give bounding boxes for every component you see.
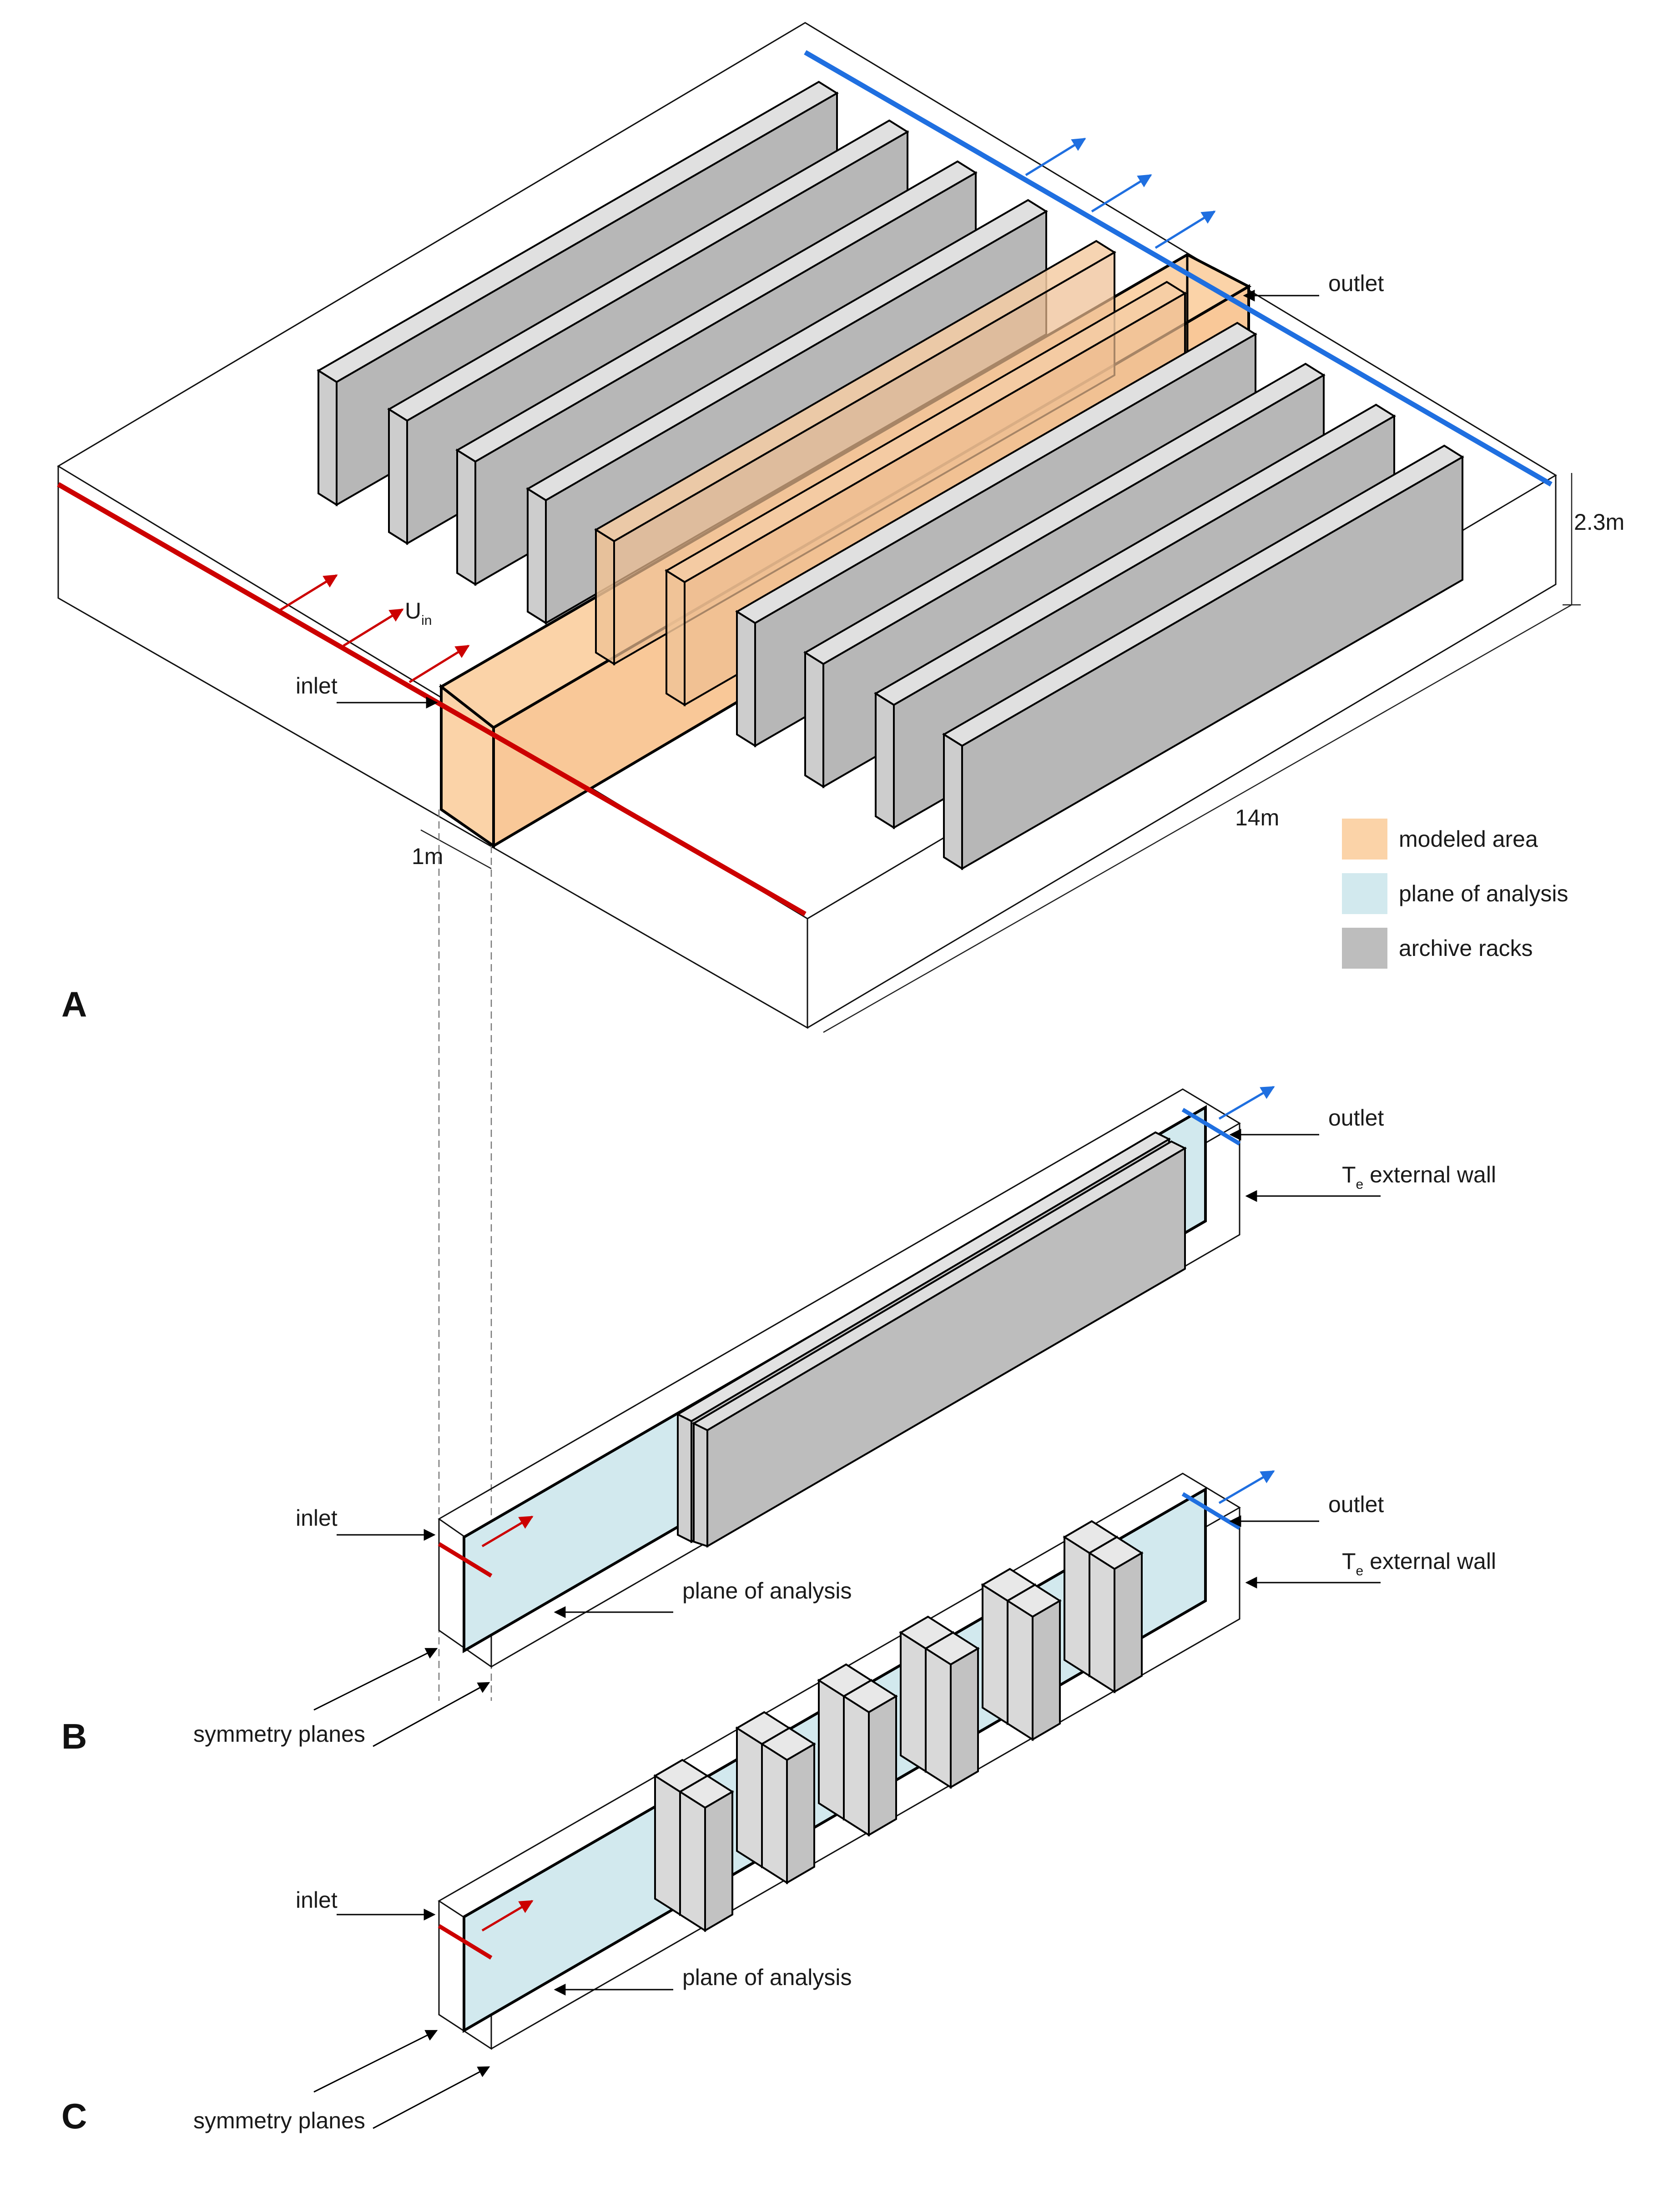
inlet-line-b bbox=[438, 1542, 493, 1578]
rack-end bbox=[527, 487, 547, 625]
legend-swatch-modeled-area bbox=[1342, 819, 1387, 860]
legend-label-modeled-area: modeled area bbox=[1399, 826, 1538, 852]
rack-column-front bbox=[736, 1726, 763, 1869]
width-dim-label: 1m bbox=[412, 844, 443, 869]
rack-column bbox=[678, 1775, 734, 1932]
legend-label-plane-of-analysis: plane of analysis bbox=[1399, 881, 1568, 906]
racks-b bbox=[676, 1131, 1187, 1548]
rack-end bbox=[456, 448, 476, 586]
inlet-velocity-arrows bbox=[277, 574, 470, 684]
rack-column-side bbox=[950, 1647, 979, 1789]
outlet-label-a: outlet bbox=[1328, 271, 1384, 296]
rack-column bbox=[842, 1679, 898, 1837]
panel-a: outlet inlet Uin 2.3m 14m 1m modeled are… bbox=[57, 22, 1624, 1033]
archive-racks-a bbox=[317, 80, 1464, 870]
rack-column-front bbox=[1089, 1551, 1115, 1694]
width-dimension bbox=[420, 829, 492, 870]
symmetry-planes-label-c: symmetry planes bbox=[193, 2108, 365, 2133]
panel-b: outlet Te external wall inlet plane of a… bbox=[61, 1086, 1496, 1756]
rack-column-front bbox=[818, 1679, 845, 1821]
panel-label-c: C bbox=[61, 2096, 87, 2136]
rack-end bbox=[875, 692, 895, 830]
rack-column-front bbox=[761, 1742, 788, 1885]
length-dim-label: 14m bbox=[1235, 805, 1279, 830]
panel-label-b: B bbox=[61, 1716, 87, 1756]
rack-column-front bbox=[654, 1774, 681, 1916]
legend-label-archive-racks: archive racks bbox=[1399, 935, 1533, 961]
rack-end bbox=[943, 733, 963, 870]
height-dim-label: 2.3m bbox=[1574, 509, 1624, 535]
rack-column bbox=[924, 1631, 980, 1789]
rack-end bbox=[736, 610, 756, 748]
rack-column-front bbox=[1007, 1599, 1034, 1741]
velocity-label: Uin bbox=[405, 598, 432, 628]
symmetry-planes-label-b: symmetry planes bbox=[193, 1721, 365, 1747]
inlet-label-a: inlet bbox=[296, 673, 338, 699]
outlet-line-a bbox=[804, 50, 1553, 487]
outlet-arrow-c bbox=[1218, 1470, 1275, 1504]
outlet-label-b: outlet bbox=[1328, 1105, 1384, 1131]
rack-column-side bbox=[704, 1790, 733, 1932]
rack-columns-c bbox=[653, 1520, 1144, 1932]
rack-column-front bbox=[982, 1583, 1008, 1725]
rack-end bbox=[318, 369, 338, 507]
inlet-label-b: inlet bbox=[296, 1505, 338, 1531]
inlet-arrow-c bbox=[481, 1900, 534, 1932]
rack-column bbox=[1006, 1584, 1062, 1741]
rack-column-front bbox=[925, 1647, 952, 1789]
plane-of-analysis-label-b: plane of analysis bbox=[682, 1578, 852, 1604]
rack-column-side bbox=[1032, 1599, 1061, 1741]
length-dimension bbox=[823, 604, 1572, 1033]
symmetry-plane-arrows-b bbox=[313, 1648, 490, 1747]
panel-c: outlet Te external wall inlet plane of a… bbox=[61, 1470, 1496, 2136]
rack-column-front bbox=[1064, 1535, 1090, 1678]
rack-end bbox=[804, 651, 824, 789]
panel-label-a: A bbox=[61, 984, 87, 1024]
height-dimension bbox=[1563, 473, 1581, 606]
outlet-flow-arrows bbox=[1025, 137, 1216, 249]
archive-rack bbox=[942, 444, 1464, 870]
rack-end bbox=[595, 528, 615, 666]
rack-column-side bbox=[786, 1742, 815, 1885]
rack-column-front bbox=[843, 1694, 870, 1837]
rack-column bbox=[1088, 1536, 1144, 1694]
rack-end bbox=[388, 407, 408, 545]
inlet-arrow-b bbox=[481, 1515, 534, 1548]
legend-swatch-plane-of-analysis bbox=[1342, 873, 1387, 914]
inlet-label-c: inlet bbox=[296, 1887, 338, 1913]
rack-end bbox=[666, 569, 686, 707]
te-external-wall-label-b: Te external wall bbox=[1342, 1162, 1496, 1192]
legend-swatch-archive-racks bbox=[1342, 928, 1387, 969]
plane-of-analysis-label-c: plane of analysis bbox=[682, 1965, 852, 1990]
rack-column bbox=[760, 1727, 816, 1885]
rack-column-side bbox=[868, 1694, 897, 1837]
rack-side bbox=[961, 455, 1463, 870]
te-external-wall-label-c: Te external wall bbox=[1342, 1548, 1496, 1579]
outlet-label-c: outlet bbox=[1328, 1492, 1384, 1517]
outlet-arrow-b bbox=[1218, 1086, 1275, 1120]
rack-column-side bbox=[1114, 1551, 1143, 1694]
rack-column-front bbox=[679, 1790, 706, 1932]
legend: modeled area plane of analysis archive r… bbox=[1342, 819, 1568, 969]
symmetry-plane-arrows-c bbox=[313, 2030, 490, 2129]
rack-column-front bbox=[900, 1631, 927, 1773]
inlet-line-c bbox=[438, 1924, 493, 1960]
